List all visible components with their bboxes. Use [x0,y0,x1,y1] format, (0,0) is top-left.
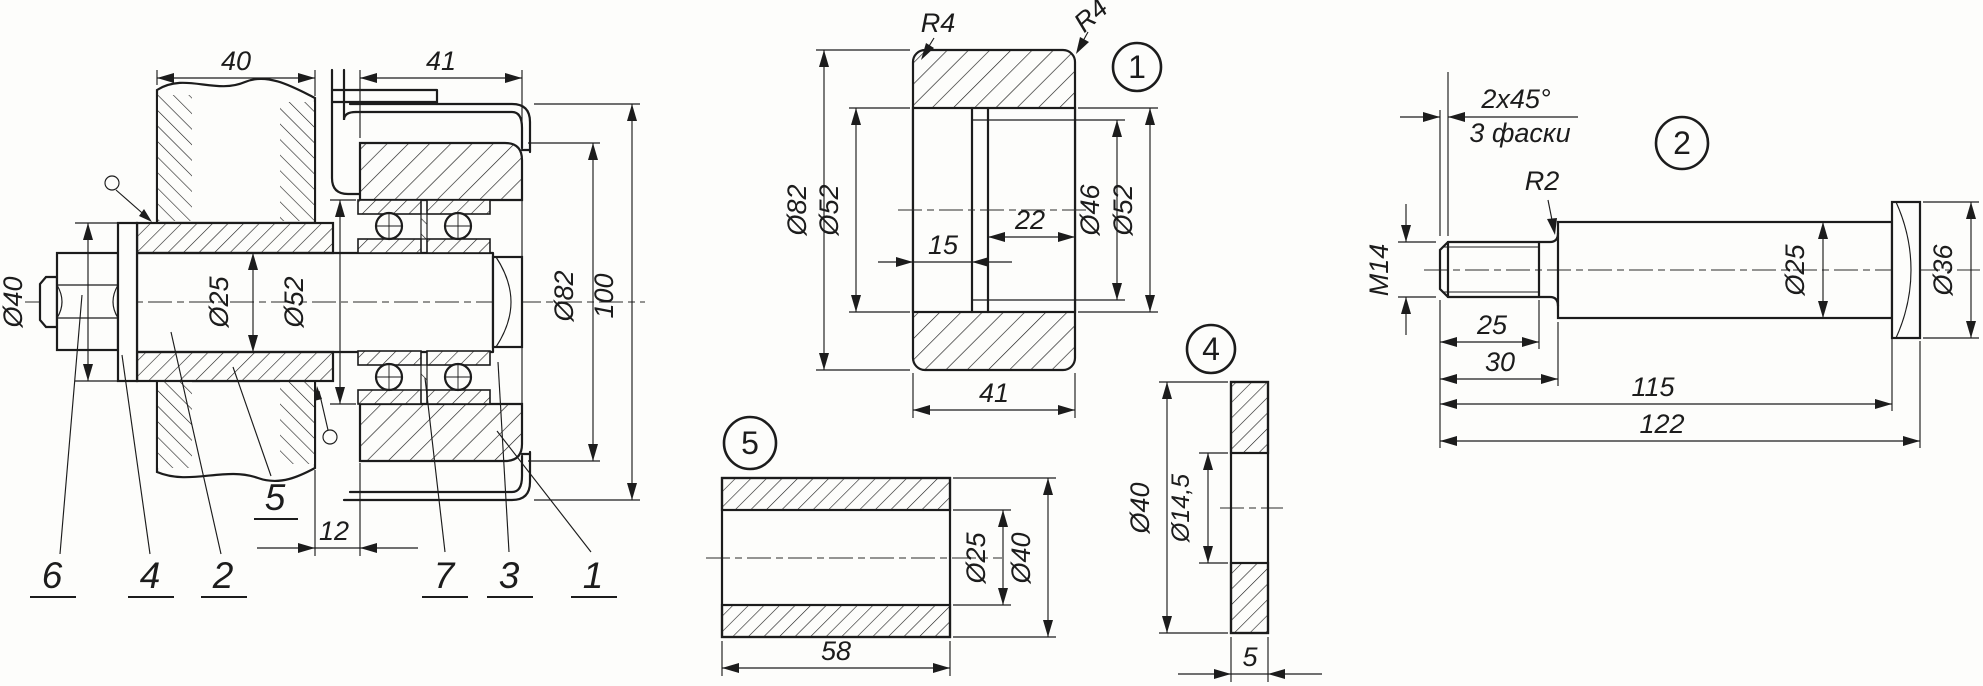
part5-dim-dia25: Ø25 [961,532,991,585]
part2-dim-25: 25 [1476,310,1508,340]
part2-body [1438,200,1922,340]
ref-1: 1 [583,555,604,596]
dim-dia82: Ø82 [549,270,579,322]
part1-dim-dia52-right: Ø52 [1108,184,1138,236]
balloon-4 [1185,323,1237,375]
axle-head [491,255,524,349]
washer [116,221,139,383]
part2-dim-r2: R2 [1525,166,1560,196]
part4-dimensions: Ø40 Ø14,5 5 [1125,381,1322,682]
part2-dim-dia25: Ø25 [1780,244,1810,297]
part5-dimensions: Ø25 Ø40 58 [721,477,1056,676]
part2-dim-122: 122 [1639,409,1684,439]
part2-dim-30: 30 [1485,347,1515,377]
assembly-wall [155,77,317,483]
part4-dim-5: 5 [1242,642,1258,672]
part2-dimensions: M14 2x45° 3 фаски R2 25 30 115 122 Ø25 Ø… [1364,72,1979,448]
dim-12: 12 [319,516,349,546]
balloon-4-label: 4 [1202,331,1220,367]
part1-dim-41: 41 [979,378,1009,408]
assembly-part-refs: 6 4 2 5 7 3 1 [30,294,617,598]
part2-chamfer-note: 3 фаски [1469,118,1570,148]
part5-dim-dia40: Ø40 [1006,532,1036,584]
part1-dim-r4-left: R4 [921,8,956,38]
part5-dim-58: 58 [821,636,851,666]
part1-dim-dia82: Ø82 [782,184,812,236]
assembly-bracket-rail [330,68,532,502]
ref-4: 4 [140,555,161,596]
dim-dia40: Ø40 [0,276,28,328]
dim-100: 100 [589,273,619,318]
balloon-2 [1654,115,1710,171]
ref-7: 7 [434,555,456,596]
part1-dim-22: 22 [1014,205,1045,235]
ref-3: 3 [499,555,520,596]
surface-mark-icon [322,429,338,445]
surface-mark-icon [104,175,120,191]
part2-dim-m14: M14 [1364,244,1394,297]
part2-dim-chamfer: 2x45° [1480,84,1551,114]
part1-dim-dia52-left: Ø52 [814,184,844,236]
balloon-5-label: 5 [741,425,759,461]
balloon-5 [722,415,778,471]
assembly-bearings [357,199,491,405]
part4-dim-dia14-5: Ø14,5 [1167,474,1195,543]
dim-41: 41 [426,46,456,76]
ref-2: 2 [212,555,234,596]
dim-dia52: Ø52 [279,276,309,328]
part4-dim-dia40: Ø40 [1125,482,1155,534]
part1-dim-r4-right: R4 [1068,0,1114,38]
balloon-1 [1111,41,1163,93]
balloon-2-label: 2 [1673,125,1691,161]
dim-dia25: Ø25 [204,276,234,329]
part1-dim-dia46: Ø46 [1075,184,1105,237]
part1-dim-15: 15 [928,230,959,260]
part2-dim-dia36: Ø36 [1928,244,1958,297]
part1-roller-view: Ø82 Ø52 15 22 Ø46 Ø52 41 R4 R4 1 [782,0,1163,418]
balloon-1-label: 1 [1128,49,1146,85]
part2-dim-115: 115 [1631,372,1675,402]
assembly-view: 40 41 Ø40 Ø25 Ø52 Ø82 100 12 6 4 2 5 7 3 [0,46,645,598]
assembly-dimensions: 40 41 Ø40 Ø25 Ø52 Ø82 100 12 [0,46,640,556]
ref-6: 6 [42,555,63,596]
part5-sleeve-view: Ø25 Ø40 58 5 [706,415,1056,676]
part4-washer-view: Ø40 Ø14,5 5 4 [1125,323,1322,682]
ref-5: 5 [265,477,286,518]
part2-axle-view: M14 2x45° 3 фаски R2 25 30 115 122 Ø25 Ø… [1364,72,1980,448]
assembly-roller [358,141,524,463]
dim-40: 40 [221,46,251,76]
